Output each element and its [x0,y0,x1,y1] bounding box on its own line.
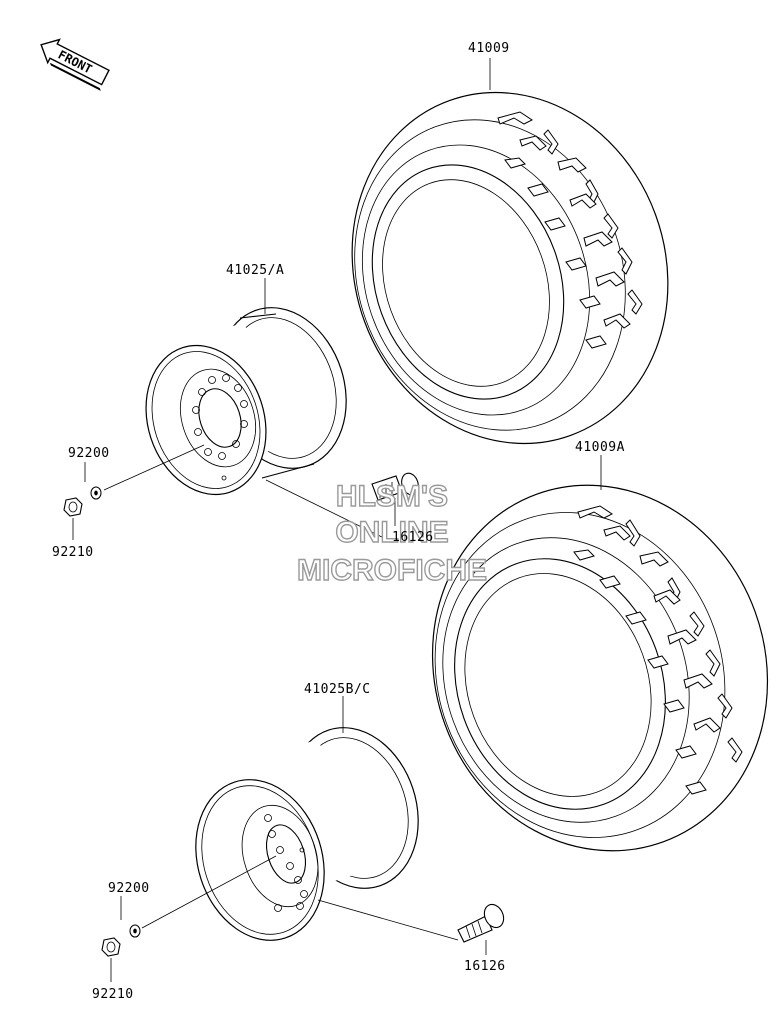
wheel-41025-A[interactable] [127,291,366,510]
front-label: FRONT [56,48,95,77]
part-label-41025-A: 41025/A [226,263,284,278]
part-label-16126-lower: 16126 [464,959,506,974]
front-arrow-icon: FRONT [40,38,110,91]
nut-92210-lower[interactable] [101,937,121,957]
part-label-92210-lower: 92210 [92,987,134,1002]
part-label-41009A: 41009A [575,440,625,455]
watermark: HLSM'S ONLINE MICROFICHE [296,479,487,587]
tire-41009[interactable] [303,48,716,489]
tire-41009A[interactable] [382,438,784,899]
washer-92200-lower[interactable] [129,924,141,938]
nut-92210-upper[interactable] [63,497,83,517]
leader-lines [72,58,602,982]
valve-16126-upper[interactable] [371,471,421,501]
part-label-16126-upper: 16126 [392,530,434,545]
watermark-line-1: HLSM'S [336,480,448,513]
part-label-92210-upper: 92210 [52,545,94,560]
tread-pattern [573,505,743,795]
lug-holes [192,374,248,460]
part-label-92200-upper: 92200 [68,446,110,461]
lug-holes [264,814,308,912]
wheel-41025-B-C[interactable] [176,711,439,957]
tread-pattern [497,111,643,349]
washer-92200-upper[interactable] [90,486,102,500]
part-label-92200-lower: 92200 [108,881,150,896]
part-label-41025B-C: 41025B/C [304,682,371,697]
watermark-line-3: MICROFICHE [297,554,487,587]
watermark-line-2: ONLINE [335,516,448,549]
part-label-41009: 41009 [468,41,510,56]
valve-16126-lower[interactable] [457,901,507,943]
